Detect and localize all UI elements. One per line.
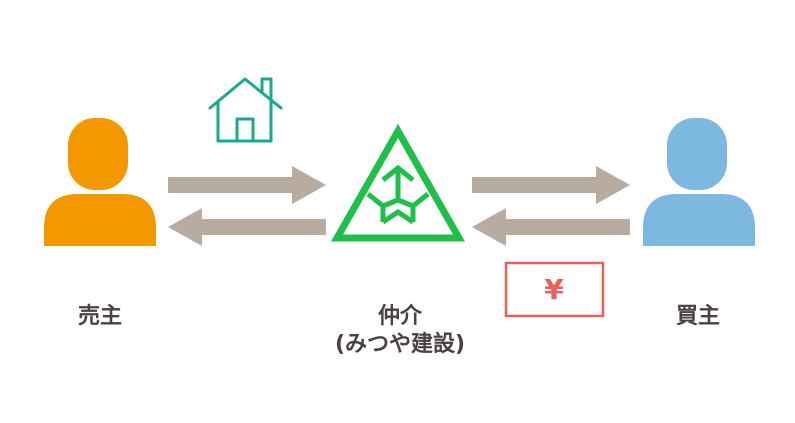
seller-person-icon [44, 118, 156, 246]
seller-label: 売主 [77, 304, 122, 329]
agent-label: 仲介 [377, 304, 422, 329]
agent-label-group: 仲介 (みつや建設) [290, 303, 510, 359]
agent-to-seller-arrow [168, 208, 326, 246]
seller-to-agent-arrow [168, 166, 326, 204]
agent-sublabel: (みつや建設) [334, 332, 466, 357]
buyer-person-icon [643, 118, 755, 246]
yen-symbol: ¥ [544, 273, 564, 306]
house-icon [208, 77, 283, 143]
buyer-label: 買主 [675, 304, 720, 329]
yen-box-icon: ¥ [504, 261, 605, 318]
buyer-to-agent-arrow [472, 208, 630, 246]
agent-to-buyer-arrow [472, 166, 630, 204]
agent-logo-icon [330, 123, 466, 242]
